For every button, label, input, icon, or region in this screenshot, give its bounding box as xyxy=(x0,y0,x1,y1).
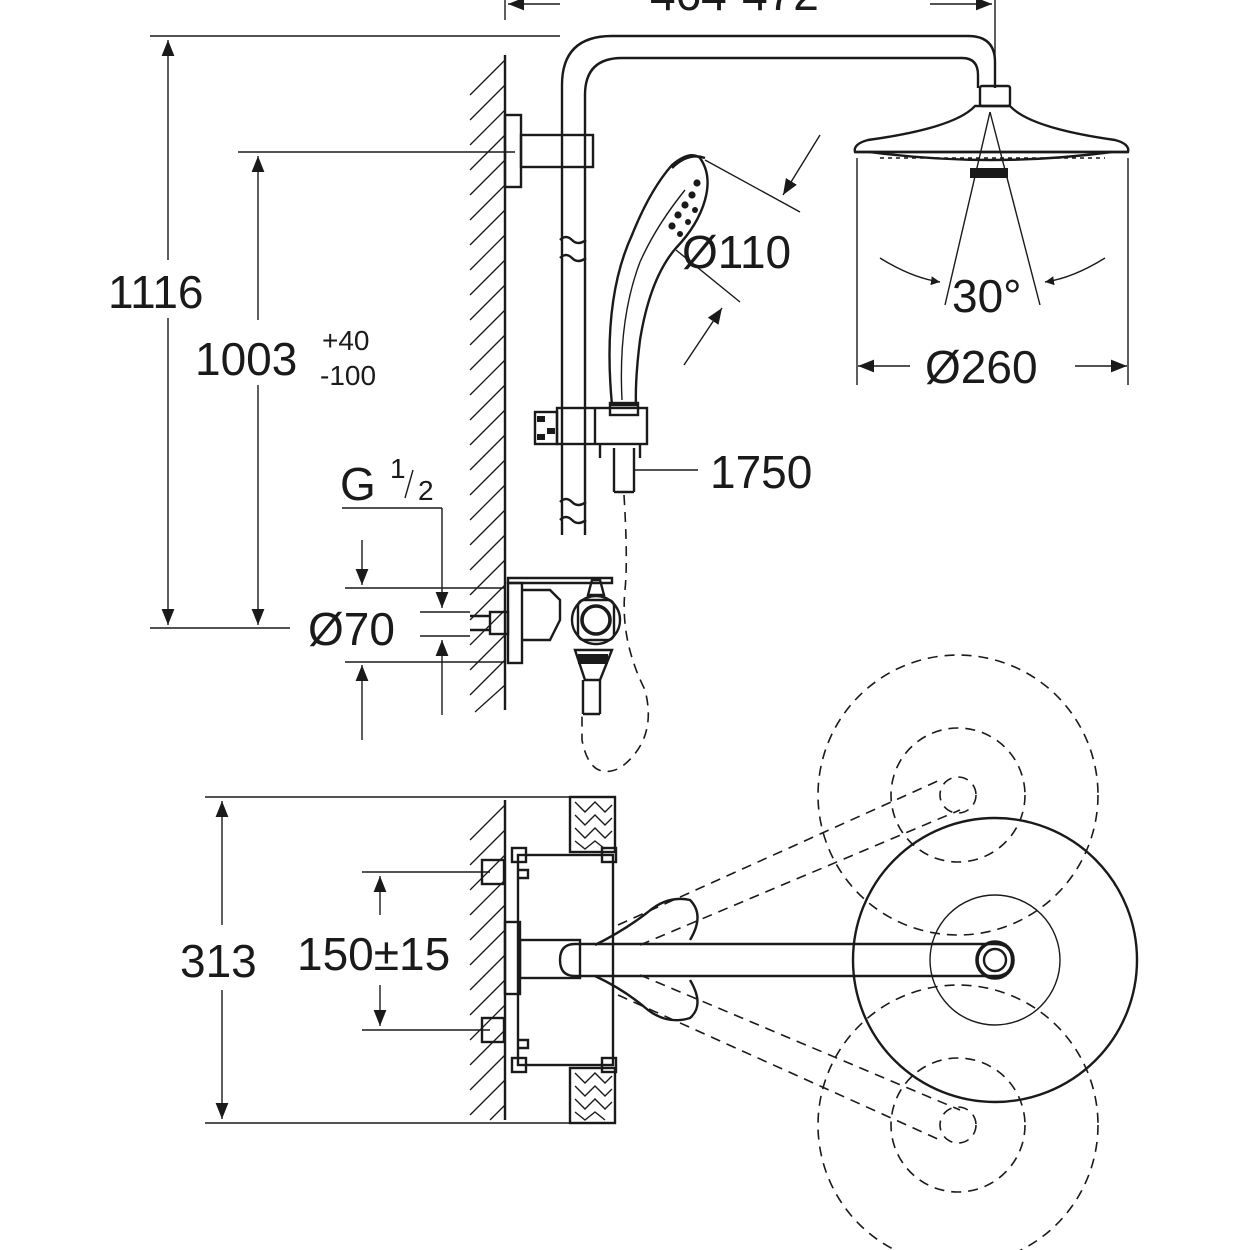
depth-dimension xyxy=(205,796,615,1124)
wall-hatching-top xyxy=(469,55,507,713)
rail-height-dimension xyxy=(238,151,515,625)
tile-block-upper xyxy=(568,795,617,854)
thread-size-main: G xyxy=(340,458,376,510)
hand-shower-holder xyxy=(533,406,649,458)
wall-hatching-bottom xyxy=(469,800,507,1121)
flange-dimension xyxy=(342,507,505,740)
shower-head xyxy=(853,84,1130,178)
rail-height-label: 1003 xyxy=(195,333,297,385)
front-elevation: 30° Ø260 464-472 xyxy=(108,0,1130,773)
shower-head-top-view xyxy=(851,816,1139,1104)
hand-shower-diameter-dimension xyxy=(675,134,821,366)
spray-angle-label: 30° xyxy=(952,270,1022,322)
tile-block-lower xyxy=(568,1066,617,1125)
riser-pipe xyxy=(559,34,997,535)
hose-length-label: 1750 xyxy=(710,446,812,498)
spray-angle-lines xyxy=(879,111,1106,306)
inlet-spacing-dimension xyxy=(362,871,490,1031)
thread-size-numerator: 1 xyxy=(390,453,406,484)
hand-shower-nozzles xyxy=(668,179,701,237)
thermostat-valve xyxy=(470,576,622,716)
depth-label: 313 xyxy=(180,935,257,987)
hand-shower-diameter-label: Ø110 xyxy=(682,226,791,278)
head-diameter-label: Ø260 xyxy=(925,341,1038,393)
arm-reach-label: 464-472 xyxy=(650,0,819,20)
valve-body-top-view xyxy=(480,846,618,1074)
arm-top-view xyxy=(558,940,1015,980)
hand-shower-top-view xyxy=(594,897,699,1022)
thread-size-denominator: 2 xyxy=(418,475,434,506)
hand-shower xyxy=(608,154,709,417)
inlet-spacing-label: 150±15 xyxy=(297,928,450,980)
total-height-dimension xyxy=(150,35,560,629)
rail-height-tolerance-plus: +40 xyxy=(322,325,370,356)
rail-height-tolerance-minus: -100 xyxy=(320,360,376,391)
total-height-label: 1116 xyxy=(108,266,204,318)
head-diameter-dimension xyxy=(856,158,1129,385)
arm-reach-dimension xyxy=(504,0,996,60)
flange-diameter-label: Ø70 xyxy=(308,603,395,655)
swivel-positions-dashed xyxy=(617,654,1099,1250)
wall-bracket-upper xyxy=(503,113,595,189)
top-view: 313 150±15 xyxy=(180,654,1139,1250)
